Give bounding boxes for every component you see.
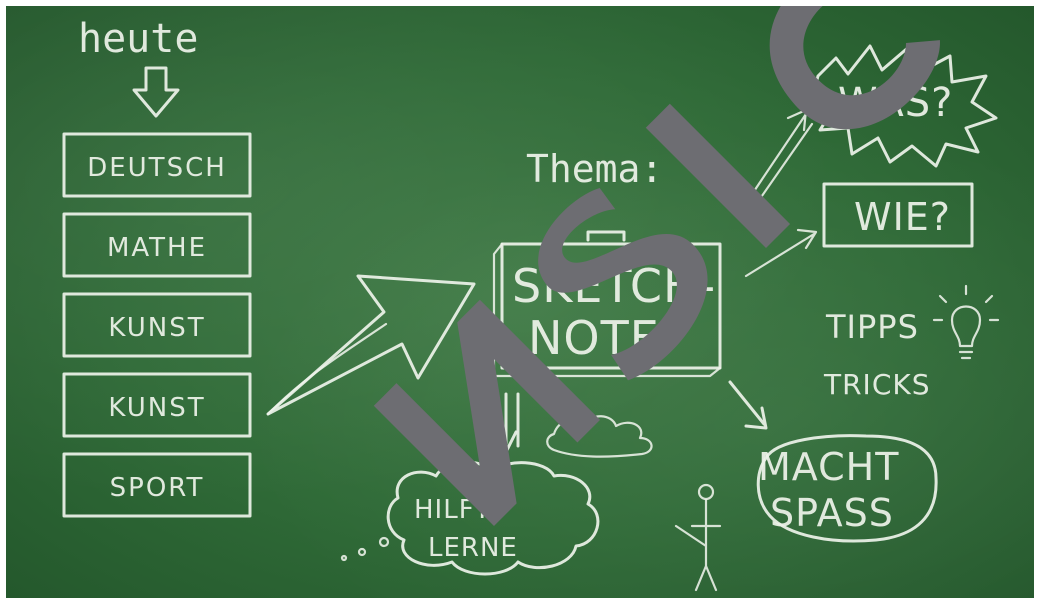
chalkboard-drawing: heute DEUTSCH MATHE KUNST KUNST SPORT Th…	[6, 6, 1034, 598]
subject-label: KUNST	[108, 313, 205, 343]
watermark-letter-i	[646, 104, 790, 248]
tipps-label: TIPPS	[825, 308, 919, 346]
heading-heute: heute	[78, 16, 198, 62]
macht-line2: SPASS	[770, 491, 894, 535]
lightbulb-icon	[934, 286, 998, 358]
wie-box: WIE?	[824, 184, 972, 246]
subject-label: SPORT	[110, 473, 205, 503]
wie-label: WIE?	[854, 195, 951, 239]
subject-box-deutsch: DEUTSCH	[64, 134, 250, 196]
macht-spass-bubble: MACHT SPASS	[758, 436, 936, 541]
subject-box-mathe: MATHE	[64, 214, 250, 276]
big-arrow-icon	[268, 276, 474, 414]
subject-box-kunst-2: KUNST	[64, 374, 250, 436]
macht-line1: MACHT	[758, 445, 899, 489]
chalkboard-image: heute DEUTSCH MATHE KUNST KUNST SPORT Th…	[6, 6, 1034, 598]
down-arrow-icon	[134, 68, 178, 116]
thema-label: Thema:	[526, 147, 663, 191]
thought-line2: LERNE	[428, 533, 518, 563]
down-arrow-right-icon	[730, 382, 766, 428]
stick-figure-icon	[676, 485, 720, 590]
subject-label: MATHE	[107, 233, 207, 263]
subject-label: DEUTSCH	[87, 153, 227, 183]
tricks-label: TRICKS	[823, 368, 931, 401]
subject-label: KUNST	[108, 393, 205, 423]
subject-box-sport: SPORT	[64, 454, 250, 516]
subject-box-kunst-1: KUNST	[64, 294, 250, 356]
